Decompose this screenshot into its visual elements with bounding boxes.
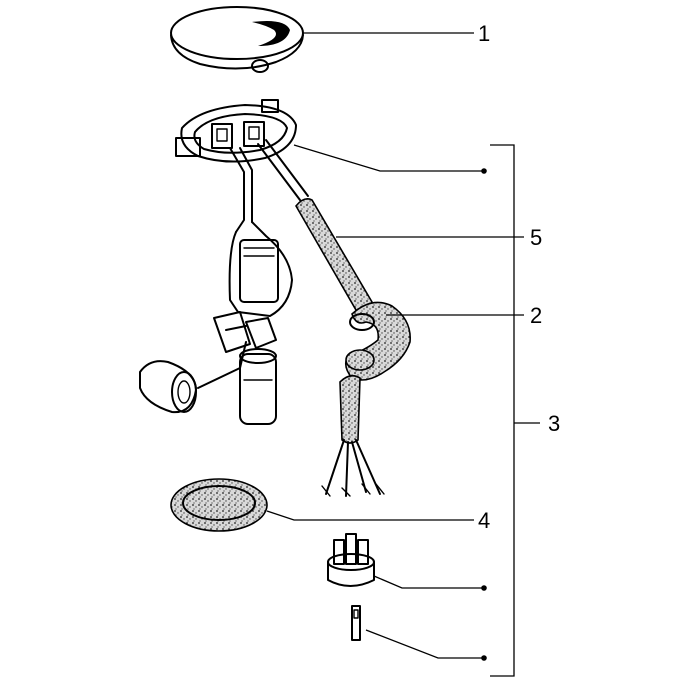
- connector-plug-part: [327, 533, 375, 587]
- assembly-bracket: [490, 144, 540, 677]
- grommet-part: [344, 301, 411, 381]
- callout-number-4: 4: [478, 508, 490, 533]
- callout-number-2: 2: [530, 303, 542, 328]
- callout-number-3: 3: [548, 411, 560, 436]
- wire-sleeve-part: [257, 139, 373, 312]
- callout-number-1: 1: [478, 21, 490, 46]
- cap-cover-part: [170, 6, 304, 73]
- terminal-pin-part: [351, 605, 361, 641]
- float-part: [139, 360, 197, 414]
- float-arm-mechanism: [197, 147, 293, 425]
- leader-lines: [266, 32, 524, 661]
- callout-number-5: 5: [530, 225, 542, 250]
- gasket-ring-part: [170, 478, 268, 532]
- wire-bundle: [321, 374, 385, 497]
- sender-flange: [175, 99, 297, 163]
